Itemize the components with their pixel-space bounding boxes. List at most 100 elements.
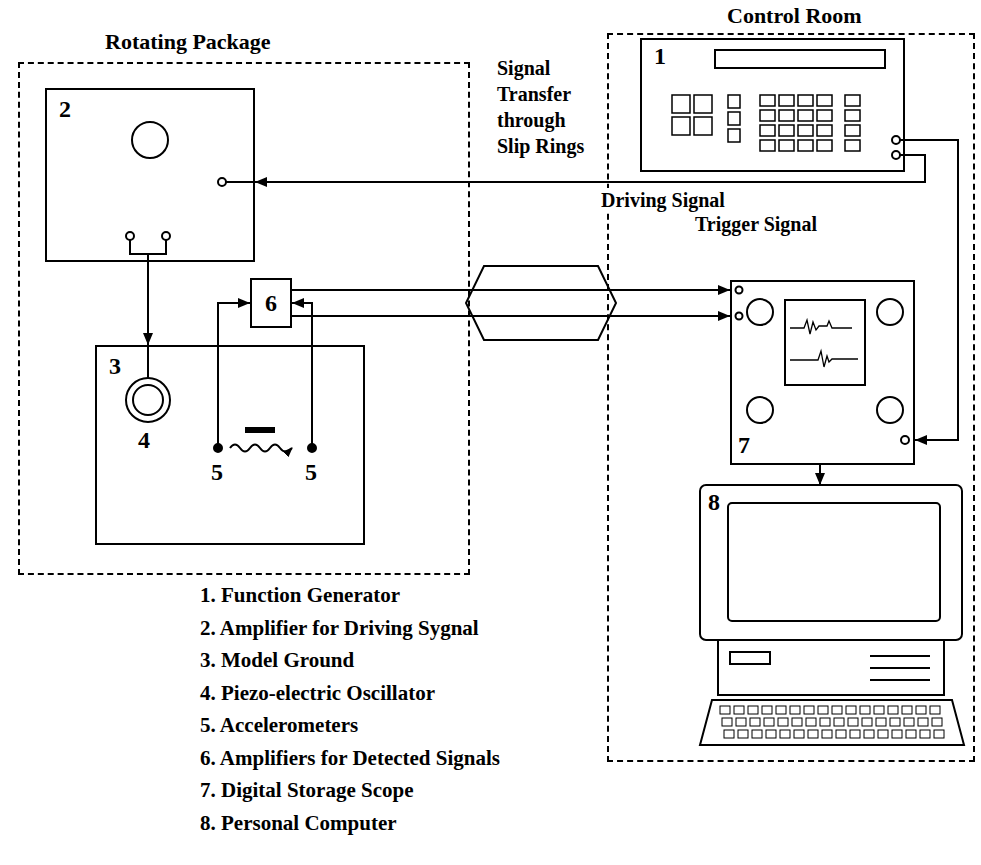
monitor xyxy=(700,485,962,640)
key xyxy=(779,140,794,151)
key xyxy=(832,706,842,714)
slip-ring-label: Signal Transfer through Slip Rings xyxy=(497,55,597,159)
key xyxy=(818,706,828,714)
output-terminal xyxy=(126,232,134,240)
label-anchor: 3. Model Ground xyxy=(200,648,354,673)
storage-scope: 7 xyxy=(730,280,915,465)
signal-connector xyxy=(255,155,925,182)
amplifier-box: 2 xyxy=(45,88,255,262)
key-entry: 8. Personal Computer xyxy=(200,811,397,836)
amplifier-box: 6 xyxy=(250,278,292,328)
key xyxy=(694,95,712,113)
key xyxy=(822,730,832,738)
key xyxy=(672,95,690,113)
key xyxy=(760,125,775,136)
output-terminal xyxy=(162,232,170,240)
label-anchor: 4 xyxy=(138,426,150,455)
key xyxy=(820,718,830,726)
key xyxy=(738,730,748,738)
key-entry: 6. Amplifiers for Detected Signals xyxy=(200,746,500,771)
unit-detail xyxy=(870,667,930,669)
key xyxy=(780,730,790,738)
label-anchor: Driving Signal xyxy=(598,188,728,212)
model-ground: 3 xyxy=(95,345,365,545)
key-entry: 2. Amplifier for Driving Sygnal xyxy=(200,616,479,641)
piezo-oscillator xyxy=(126,378,170,422)
output-terminal xyxy=(892,136,900,144)
key xyxy=(864,730,874,738)
scope-knob xyxy=(877,299,903,325)
key xyxy=(748,706,758,714)
key xyxy=(817,140,832,151)
label-anchor: 8. Personal Computer xyxy=(200,811,397,836)
signal-connector xyxy=(147,262,149,345)
label-anchor: 5. Accelerometers xyxy=(200,713,358,738)
key xyxy=(890,718,900,726)
key xyxy=(798,125,813,136)
key xyxy=(862,718,872,726)
label-anchor: 4. Piezo-electric Oscillator xyxy=(200,681,435,706)
key xyxy=(808,730,818,738)
key xyxy=(845,110,860,121)
key xyxy=(876,718,886,726)
key xyxy=(792,718,802,726)
key xyxy=(817,125,832,136)
signal-label: Trigger Signal xyxy=(692,212,820,236)
key xyxy=(798,110,813,121)
key xyxy=(804,706,814,714)
waveform xyxy=(790,351,858,367)
region-title: Control Room xyxy=(727,4,862,28)
callout-number: 5 xyxy=(211,458,223,487)
key-entry: 7. Digital Storage Scope xyxy=(200,778,413,803)
key xyxy=(817,110,832,121)
key-entry: 4. Piezo-electric Oscillator xyxy=(200,681,435,706)
key xyxy=(860,706,870,714)
key xyxy=(728,112,740,125)
key xyxy=(762,706,772,714)
key xyxy=(694,117,712,135)
key xyxy=(794,730,804,738)
monitor-screen xyxy=(728,503,940,621)
key xyxy=(932,718,942,726)
key xyxy=(920,730,930,738)
region-boundary: Control Room178 xyxy=(607,33,975,762)
callout-number: 1 xyxy=(654,43,666,69)
key xyxy=(776,706,786,714)
label-anchor: 5 xyxy=(305,458,317,487)
display-window xyxy=(715,50,885,68)
key xyxy=(888,706,898,714)
key xyxy=(806,718,816,726)
callout-number: 3 xyxy=(109,353,121,379)
unit-detail xyxy=(870,679,930,681)
label-anchor: Trigger Signal xyxy=(692,212,820,236)
key xyxy=(874,706,884,714)
key xyxy=(845,140,860,151)
key xyxy=(904,718,914,726)
key xyxy=(918,718,928,726)
signal-connector xyxy=(905,140,958,440)
key xyxy=(760,140,775,151)
output-terminal xyxy=(892,151,900,159)
scope-screen xyxy=(785,300,865,385)
input-terminal xyxy=(736,287,743,294)
function-generator: 1 xyxy=(640,38,905,172)
callout-number: 7 xyxy=(738,432,750,458)
key xyxy=(848,718,858,726)
region-title: Rotating Package xyxy=(105,30,271,54)
label-anchor: 6. Amplifiers for Detected Signals xyxy=(200,746,500,771)
system-unit xyxy=(718,640,944,695)
label-anchor: Signal Transfer through Slip Rings xyxy=(497,55,597,159)
label-anchor: 1. Function Generator xyxy=(200,583,400,608)
callout-number: 5 xyxy=(305,458,317,487)
key xyxy=(850,730,860,738)
sensor-wire xyxy=(217,345,219,444)
amplifier-dial xyxy=(132,122,168,158)
label-anchor: 5 xyxy=(211,458,223,487)
drive-wire xyxy=(147,345,149,378)
output-wire xyxy=(130,240,166,262)
key-entry: 5. Accelerometers xyxy=(200,713,358,738)
key xyxy=(790,706,800,714)
accelerometer xyxy=(214,444,222,452)
key xyxy=(728,129,740,142)
